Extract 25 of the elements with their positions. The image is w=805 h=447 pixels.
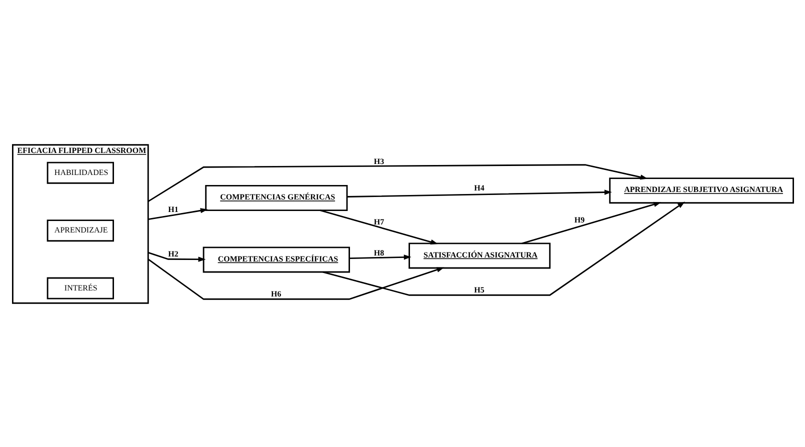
edge-label: H2 [168,248,178,258]
arrow [148,208,208,220]
node-box: HABILIDADES [46,161,114,184]
arrow [348,254,411,260]
node-box: INTERÉS [46,276,114,299]
node-box: COMPETENCIAS ESPECÍFICAS [202,246,350,272]
edge-label: H5 [474,284,484,294]
edge-label: H6 [270,288,281,298]
arrow [147,164,648,202]
arrow [322,201,684,296]
edge-label: H1 [168,204,178,214]
node-box: APRENDIZAJE SUBJETIVO ASIGNATURA [608,177,794,204]
edge-label: H3 [373,156,384,166]
arrow [346,189,612,197]
edge-label: H4 [474,183,484,192]
arrow [147,258,444,300]
node-box: COMPETENCIAS GENÉRICAS [204,184,348,210]
edge-label: H7 [373,216,384,226]
edge-label: H9 [574,215,584,224]
edge-label: H8 [373,248,384,257]
node-box: APRENDIZAJE [46,219,114,242]
arrow [521,201,661,244]
node-box: SATISFACCIÓN ASIGNATURA [408,242,550,268]
arrow [319,209,438,244]
arrow [147,251,206,262]
